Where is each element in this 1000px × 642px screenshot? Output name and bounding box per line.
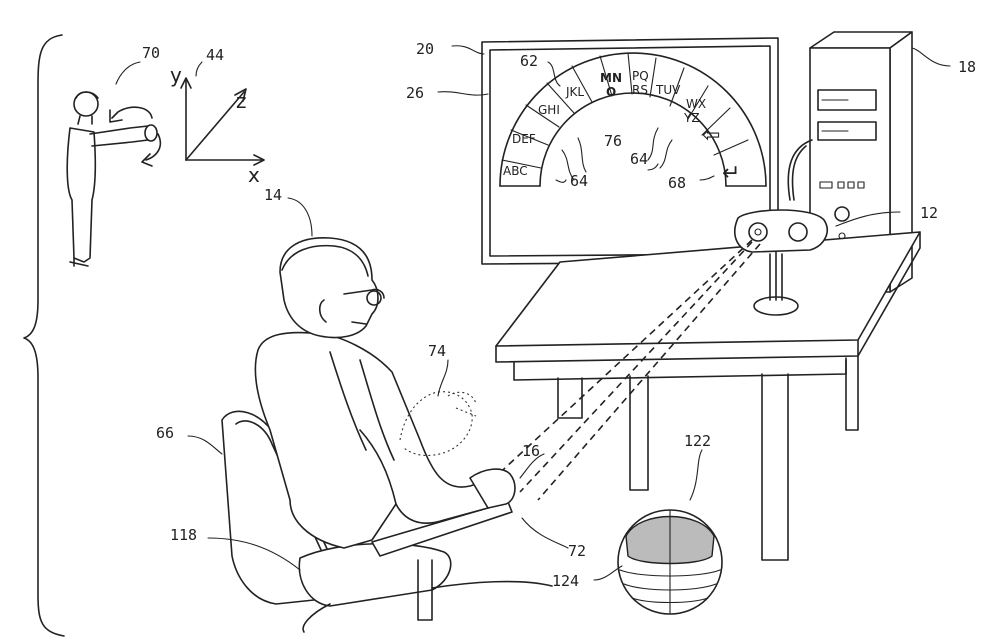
ref-66: 66 [156, 424, 174, 442]
ref-26: 26 [406, 84, 424, 102]
ref-72: 72 [568, 542, 586, 560]
seated-user [254, 237, 516, 549]
key-wxyz-line2[interactable]: YZ [683, 111, 700, 125]
axis-label-x: x [248, 163, 260, 187]
key-mno-line1[interactable]: MN [600, 71, 622, 85]
key-backspace-arrow-icon[interactable]: ⇦ [702, 123, 720, 148]
ref-20: 20 [416, 40, 434, 58]
key-abc[interactable]: ABC [503, 164, 528, 178]
axis-label-z: z [236, 89, 247, 113]
chair [221, 410, 553, 633]
key-ghi[interactable]: GHI [538, 103, 560, 117]
alternate-hand-position [399, 391, 477, 457]
key-pqrs-line2[interactable]: RS [632, 83, 648, 97]
ref-68: 68 [668, 174, 686, 192]
ref-18: 18 [958, 58, 976, 76]
standing-user-figure [66, 91, 158, 267]
key-pqrs-line1[interactable]: PQ [632, 69, 649, 83]
sensing-rays [491, 239, 761, 501]
grouping-brace [23, 34, 65, 637]
ref-62: 62 [520, 52, 538, 70]
key-enter-icon[interactable]: ↵ [722, 161, 740, 186]
ref-12: 12 [920, 204, 938, 222]
gesture-motion-arrows [109, 106, 162, 167]
ref-124: 124 [552, 572, 579, 590]
axis-label-y: y [170, 63, 182, 87]
leader-lines [115, 45, 951, 581]
ref-64-right: 64 [630, 150, 648, 168]
key-def[interactable]: DEF [512, 132, 536, 146]
key-wxyz-line1[interactable]: WX [686, 97, 706, 111]
ref-64-left: 64 [570, 172, 588, 190]
key-jkl[interactable]: JKL [565, 85, 584, 99]
ref-70: 70 [142, 44, 160, 62]
ref-16: 16 [522, 442, 540, 460]
key-tuv[interactable]: TUV [655, 83, 681, 97]
ref-44: 44 [206, 46, 224, 64]
ref-76: 76 [604, 132, 622, 150]
ref-122: 122 [684, 432, 711, 450]
ref-74: 74 [428, 342, 446, 360]
ref-14: 14 [264, 186, 282, 204]
key-mno-line2[interactable]: O [606, 85, 616, 99]
computer-tower [787, 31, 913, 293]
arc-keyboard: ABC DEF GHI JKL MN O PQ RS TUV WX YZ ⇦ ↵ [499, 52, 767, 187]
ref-118: 118 [170, 526, 197, 544]
depth-camera [734, 209, 828, 316]
input-ball [617, 509, 723, 615]
coordinate-axes: y x z [170, 63, 265, 187]
